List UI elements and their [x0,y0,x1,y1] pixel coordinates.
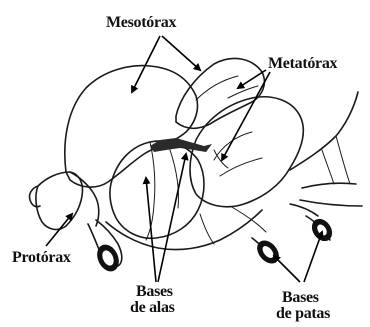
label-bases-alas-line1: Bases [136,283,173,300]
label-protorax: Protórax [12,249,71,266]
thorax-drawing [29,58,362,274]
bases-alas-pointer-2 [158,154,186,282]
bases-patas-pointer-1 [274,256,300,282]
pointer-lines [46,36,322,282]
mesoscutum-outline [176,58,264,128]
mesothorax-outline [65,66,198,187]
label-metatorax: Metatórax [268,55,338,72]
abdomen-outline [290,92,362,206]
metatorax-pointer-2 [222,72,270,160]
mesotorax-pointer-2 [162,36,200,70]
bases-patas-pointer-2 [304,232,322,282]
front-leg-base [88,220,123,275]
label-bases-patas-line1: Bases [282,289,319,306]
wing-base-articulation [150,138,212,152]
protorax-pointer [46,214,72,246]
hind-leg-base [290,204,336,245]
pleuron-outline [110,141,204,238]
label-bases-alas-line2: de alas [130,299,175,316]
mesotorax-pointer-1 [132,36,160,92]
prothorax-outline [36,172,83,229]
label-mesotorax: Mesotórax [106,14,176,31]
metatorax-pointer-1 [238,70,266,88]
sternum-outline [106,210,262,250]
label-bases-patas-line2: de patas [276,305,330,322]
middle-leg-base [252,236,283,267]
